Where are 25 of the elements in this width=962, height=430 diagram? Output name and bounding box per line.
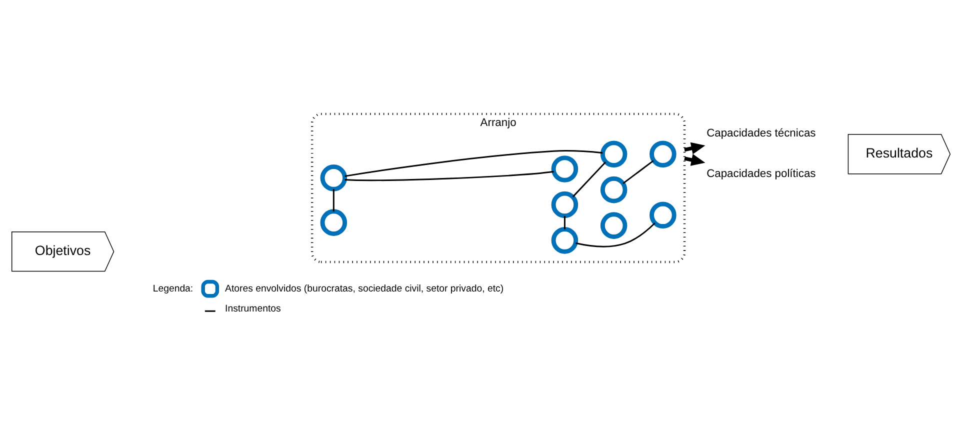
- node-circle: [650, 201, 676, 228]
- legend-label: Atores envolvidos (burocratas, sociedade civil, setor privado, etc): [225, 282, 504, 294]
- connector: [344, 170, 554, 181]
- connector: [576, 222, 656, 247]
- legend-label: Instrumentos: [225, 302, 281, 314]
- node-circle: [320, 164, 348, 191]
- node-circle: [600, 140, 628, 167]
- connector: [332, 188, 334, 211]
- node-circle: [600, 212, 628, 238]
- label: Legenda:: [152, 282, 194, 294]
- node-circle: [551, 155, 578, 182]
- node-text: Capacidades técnicas: [706, 127, 816, 140]
- node-circle: [600, 176, 628, 203]
- connector: [344, 150, 603, 176]
- connector: [572, 161, 606, 197]
- node-circle: [650, 140, 676, 167]
- cluster: Arranjo: [310, 112, 686, 263]
- node-text: Capacidades políticas: [706, 167, 816, 180]
- node-circle: [551, 226, 578, 254]
- connector: [622, 160, 654, 184]
- node-circle: [320, 208, 348, 236]
- connector: [564, 216, 566, 229]
- arrow: [684, 153, 706, 166]
- arrow: [684, 142, 706, 154]
- node-circle: [551, 190, 578, 218]
